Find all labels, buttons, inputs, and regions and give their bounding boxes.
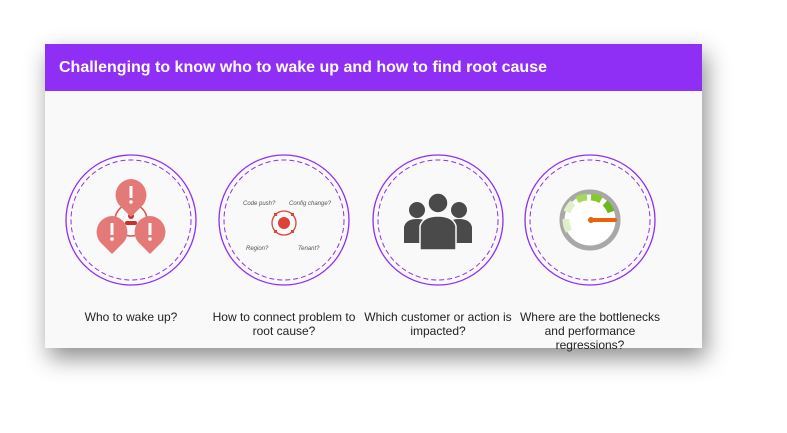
tag-region: Region?	[246, 246, 269, 252]
item-label: Who to wake up?	[84, 310, 178, 324]
slide-card: Challenging to know who to wake up and h…	[45, 44, 702, 352]
item-customer-impact: Which customer or action is impacted?	[363, 153, 513, 338]
item-root-cause: Code push? Config change? Region? Tenant…	[209, 153, 359, 338]
item-label: Where are the bottlenecks and performanc…	[519, 310, 661, 352]
tag-config-change: Config change?	[289, 201, 332, 207]
tag-tenant: Tenant?	[298, 246, 320, 252]
speedometer-icon	[524, 154, 656, 286]
header-title: Challenging to know who to wake up and h…	[45, 44, 702, 91]
item-label: How to connect problem to root cause?	[212, 310, 356, 338]
tag-code-push: Code push?	[243, 201, 276, 207]
people-icon	[372, 154, 504, 286]
item-label: Which customer or action is impacted?	[364, 310, 512, 338]
item-who-to-wake: Who to wake up?	[56, 153, 206, 324]
item-bottlenecks: Where are the bottlenecks and performanc…	[515, 153, 665, 352]
target-icon: Code push? Config change? Region? Tenant…	[218, 154, 350, 286]
alert-pins-icon	[65, 154, 197, 286]
